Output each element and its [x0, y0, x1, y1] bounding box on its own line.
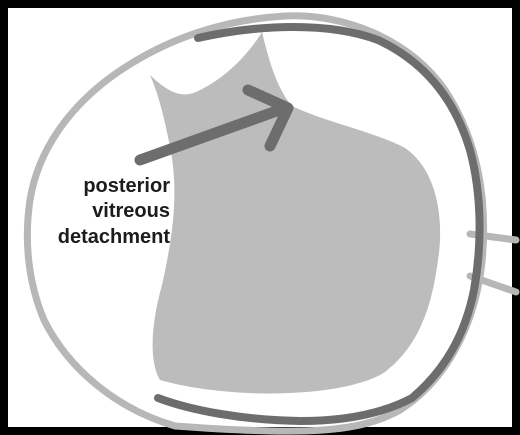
- label-posterior: posterior: [83, 174, 170, 199]
- label-vitreous: vitreous: [92, 199, 170, 224]
- label-detachment: detachment: [58, 225, 170, 250]
